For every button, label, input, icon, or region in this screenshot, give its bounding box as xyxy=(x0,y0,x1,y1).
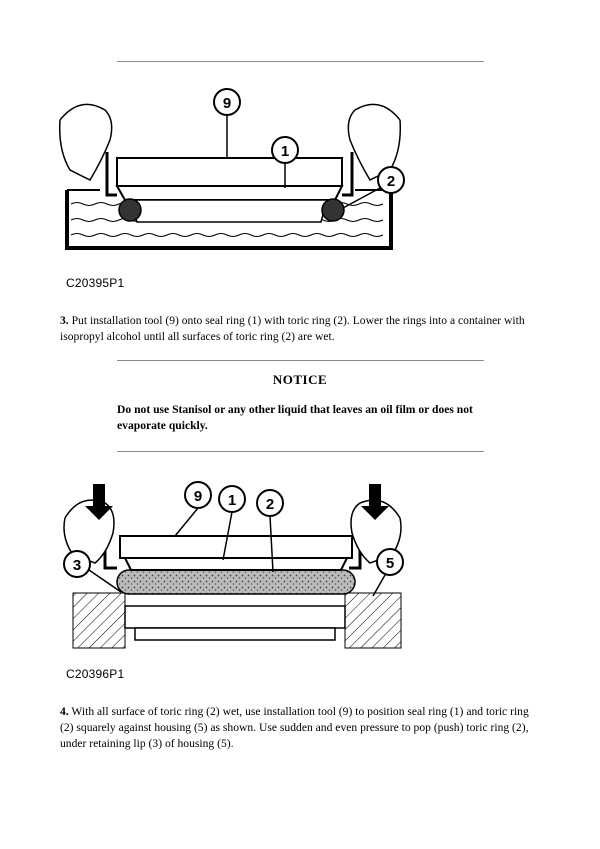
callout-9: 9 xyxy=(223,95,231,112)
step-3-text: Put installation tool (9) onto seal ring… xyxy=(60,314,525,343)
figure-2-illustration: 9 1 2 3 5 xyxy=(63,481,404,649)
callout-2: 2 xyxy=(266,496,274,513)
callout-5: 5 xyxy=(386,555,394,572)
notice-body: Do not use Stanisol or any other liquid … xyxy=(117,403,473,432)
step-3-paragraph: 3. Put installation tool (9) onto seal r… xyxy=(60,313,542,345)
step-4-paragraph: 4. With all surface of toric ring (2) we… xyxy=(60,704,542,752)
figure-2-caption: C20396P1 xyxy=(66,667,125,681)
figure-1-caption: C20395P1 xyxy=(66,276,125,290)
callout-3: 3 xyxy=(73,557,81,574)
callout-1: 1 xyxy=(281,143,289,160)
notice-top-divider xyxy=(117,360,484,361)
callout-1: 1 xyxy=(228,492,236,509)
step-3-number: 3. xyxy=(60,314,69,327)
top-divider xyxy=(117,61,484,62)
callout-9: 9 xyxy=(194,488,202,505)
step-4-text: With all surface of toric ring (2) wet, … xyxy=(60,705,529,750)
callout-2: 2 xyxy=(387,173,395,190)
figure-1-illustration: 9 1 2 xyxy=(58,88,405,250)
step-4-number: 4. xyxy=(60,705,69,718)
notice-bottom-divider xyxy=(117,451,484,452)
notice-title: NOTICE xyxy=(272,372,328,387)
